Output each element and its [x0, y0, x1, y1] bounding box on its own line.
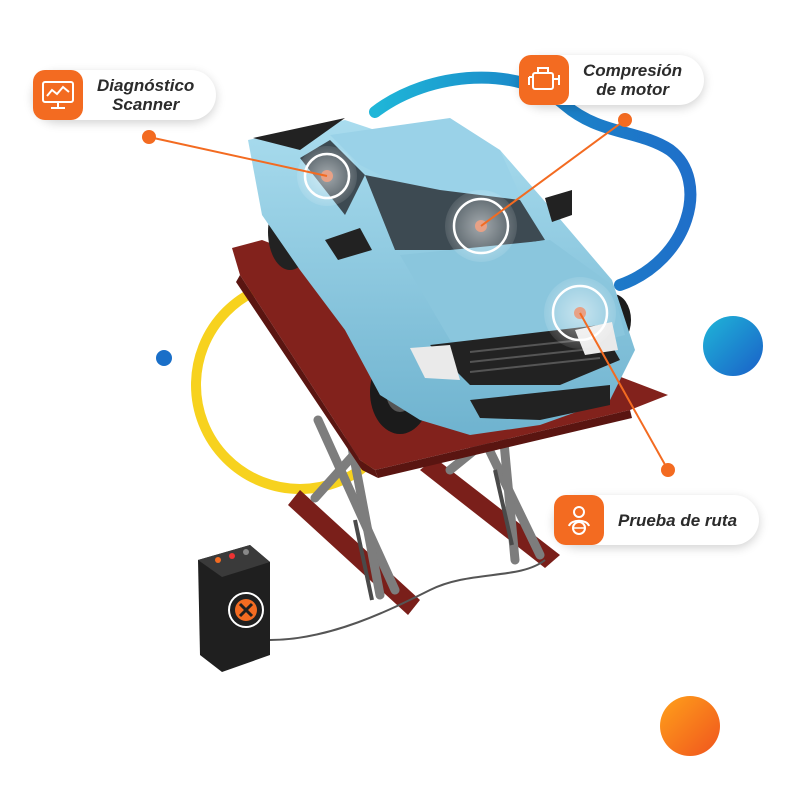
- engine-icon: [519, 55, 569, 105]
- callout-prueba[interactable]: Prueba de ruta: [554, 495, 760, 545]
- connector-prueba: [579, 312, 669, 471]
- callout-diagnostico-text: Diagnóstico Scanner: [97, 76, 195, 114]
- connector-compresion: [480, 119, 626, 227]
- control-box: [198, 545, 546, 672]
- orange-dot: [660, 696, 720, 756]
- connector-diagnostico: [148, 136, 328, 177]
- driver-steering-wheel-icon: [554, 495, 604, 545]
- monitor-diagnostics-icon: [33, 70, 83, 120]
- blue-swoosh: [369, 71, 697, 291]
- callout-compresion[interactable]: Compresión de motor: [519, 55, 705, 105]
- callout-diagnostico[interactable]: Diagnóstico Scanner: [33, 70, 217, 120]
- blue-dot-small: [156, 350, 172, 366]
- callout-prueba-text: Prueba de ruta: [618, 510, 738, 530]
- callout-compresion-text: Compresión de motor: [583, 61, 683, 99]
- blue-dot-large: [703, 316, 763, 376]
